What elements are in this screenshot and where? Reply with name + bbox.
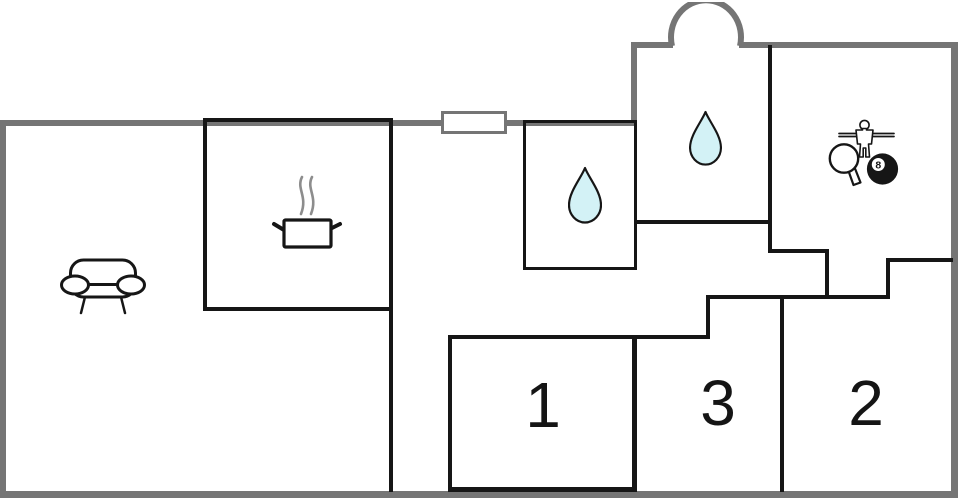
outer-wall-left [0,120,6,498]
wall-bedroom3-step-v [706,295,710,339]
outer-wall-top-arch-left [631,42,673,48]
wall-bedroom1-bottom [448,487,637,492]
water-drop-icon [689,110,722,166]
bedroom-1-label: 1 [525,369,561,441]
outer-wall-top-left [0,120,637,126]
water-drop-icon [568,166,602,224]
game-room-icons: 8 [828,119,899,187]
wall-bedroom1-left [448,335,452,492]
pot-body [282,218,333,249]
cooking-pot-icon [272,175,342,249]
bedroom-2-label: 2 [848,367,884,439]
sofa-armrest-left [60,274,90,296]
outer-wall-right [951,42,958,498]
water-drop-shape [568,166,602,224]
bedroom-3-label: 3 [700,367,736,439]
wall-bathroom-entrance-bottom [635,220,772,224]
kitchen-walls [203,118,393,311]
sofa-leg-right [119,295,127,315]
arched-entrance-door [668,2,744,47]
sofa-armrest-right [116,274,146,296]
eight-ball-icon: 8 [866,153,899,185]
wall-corridor-step-h [768,249,829,253]
steam-line-left [298,175,305,216]
sofa-icon [60,258,146,315]
table-tennis-paddle-icon [828,143,862,187]
wall-bedroom1-bedroom3-divider [632,335,637,492]
eight-ball-number: 8 [875,159,881,171]
eight-ball-number-circle [870,157,886,172]
wall-corridor-step-v [825,249,829,299]
outer-wall-connector [631,42,637,126]
foosball-player-body [855,127,874,158]
wall-bedroom2-step-v [886,258,890,299]
water-drop-shape [689,110,722,166]
foosball-player-icon [838,119,895,158]
steam-line-right [308,175,315,216]
outer-wall-bottom [0,491,958,498]
bathroom-small-walls [523,120,637,270]
sofa-leg-left [79,295,87,315]
wall-bedroom2-top-left [706,295,890,299]
wall-bedroom2-top-right [886,258,953,262]
window [441,111,507,134]
outer-wall-top-arch-right [739,42,958,48]
wall-bedrooms-top [448,335,710,339]
paddle-blade [828,143,860,174]
arch-arc [668,2,744,47]
wall-kitchen-right-lower [389,303,393,492]
pot-handle-left [272,222,286,232]
wall-bathroom-entrance-right [768,45,772,253]
wall-bedroom3-bedroom2-divider [780,295,784,492]
